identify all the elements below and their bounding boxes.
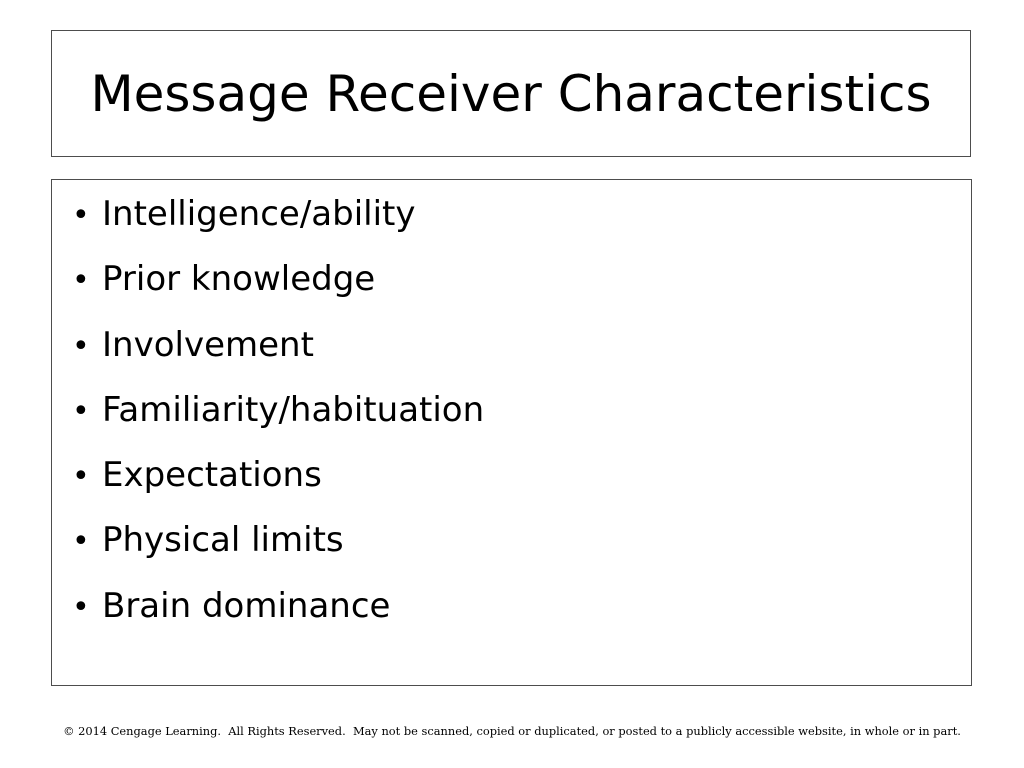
bullet-item: • Brain dominance: [64, 586, 484, 651]
bullet-icon: •: [72, 589, 90, 625]
bullet-item: • Expectations: [64, 455, 484, 520]
copyright-footer: © 2014 Cengage Learning. All Rights Rese…: [63, 724, 961, 738]
bullet-text: Physical limits: [102, 520, 344, 561]
bullet-text: Familiarity/habituation: [102, 389, 485, 430]
bullet-icon: •: [72, 459, 90, 495]
bullet-icon: •: [72, 393, 90, 429]
bullet-item: • Familiarity/habituation: [64, 390, 484, 455]
bullet-icon: •: [72, 524, 90, 560]
bullet-icon: •: [72, 263, 90, 299]
bullet-item: • Intelligence/ability: [64, 194, 484, 259]
bullet-icon: •: [72, 198, 90, 233]
slide-title: Message Receiver Characteristics: [90, 64, 932, 123]
bullet-text: Brain dominance: [102, 585, 391, 626]
bullet-text: Involvement: [102, 324, 314, 365]
bullet-text: Expectations: [102, 455, 322, 496]
bullet-list: • Intelligence/ability • Prior knowledge…: [64, 194, 484, 651]
bullet-icon: •: [72, 328, 90, 364]
title-box: Message Receiver Characteristics: [51, 30, 971, 157]
bullet-item: • Physical limits: [64, 520, 484, 585]
bullet-item: • Prior knowledge: [64, 259, 484, 324]
bullet-item: • Involvement: [64, 325, 484, 390]
bullet-text: Prior knowledge: [102, 259, 376, 300]
bullet-text: Intelligence/ability: [102, 194, 416, 234]
content-box: • Intelligence/ability • Prior knowledge…: [51, 179, 972, 686]
